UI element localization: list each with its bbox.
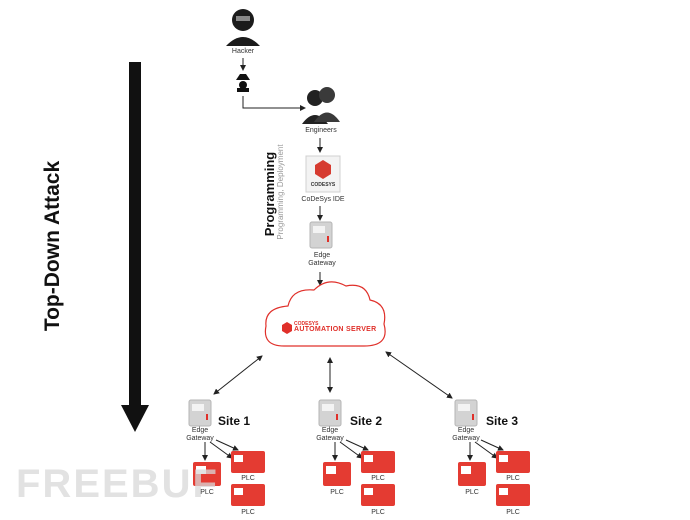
codesys-ide-box [305, 155, 341, 193]
site3-plc-arrows [467, 439, 504, 461]
site3-plc-b-icon [496, 451, 530, 473]
site1-label: Site 1 [218, 414, 251, 428]
spy-icon [236, 74, 250, 92]
spy-to-engineers-arrow [242, 96, 306, 111]
server-name-text: AUTOMATION SERVER [294, 326, 377, 333]
server-brand-text: CODESYS [294, 321, 319, 327]
site3-plc-a-icon [458, 462, 486, 486]
site1-plc-arrows [202, 439, 239, 461]
site3-label: Site 3 [486, 414, 519, 428]
site3-plc-c-label: PLC [506, 509, 520, 516]
site3-plc-b-label: PLC [506, 475, 520, 482]
site1-plc-b-label: PLC [241, 475, 255, 482]
hacker-label: Hacker [231, 48, 255, 55]
engineers-icon [302, 87, 340, 124]
hacker-icon [226, 9, 260, 46]
central-gateway-label: Edge Gateway [308, 252, 336, 267]
site1-plc-a-label: PLC [200, 489, 214, 496]
automation-server-cloud [264, 281, 386, 347]
site2-plc-a-icon [323, 462, 351, 486]
site2-plc-c-icon [361, 484, 395, 506]
site1-gateway-icon [188, 399, 212, 427]
top-down-attack-label: Top-Down Attack [41, 160, 64, 332]
site2-gateway-icon [318, 399, 342, 427]
site3-gateway-icon [454, 399, 478, 427]
site1-plc-c-label: PLC [241, 509, 255, 516]
codesys-ide-logo-text: CODESYS [310, 182, 336, 188]
codesys-ide-label: CoDeSys IDE [301, 196, 345, 203]
cloud-site1-arrow [213, 355, 263, 395]
site2-plc-b-icon [361, 451, 395, 473]
engineers-label: Engineers [305, 127, 337, 134]
site1-gateway-label: Edge Gateway [186, 427, 214, 442]
site3-gateway-label: Edge Gateway [452, 427, 480, 442]
site1-plc-b-icon [231, 451, 265, 473]
site3-plc-c-icon [496, 484, 530, 506]
site2-gateway-label: Edge Gateway [316, 427, 344, 442]
site2-plc-b-label: PLC [371, 475, 385, 482]
site2-plc-c-label: PLC [371, 509, 385, 516]
site2-label: Site 2 [350, 414, 383, 428]
programming-subtitle: Programming, Deployment [276, 144, 285, 240]
site1-plc-c-icon [231, 484, 265, 506]
cloud-site3-arrow [385, 351, 453, 399]
site2-plc-a-label: PLC [330, 489, 344, 496]
edge-gateway-central-icon [309, 221, 333, 249]
site3-plc-a-label: PLC [465, 489, 479, 496]
freebuf-watermark: FREEBUF [16, 462, 219, 506]
site1-plc-a-icon [193, 462, 221, 486]
top-down-attack-arrow [121, 62, 149, 432]
site2-plc-arrows [332, 439, 369, 461]
